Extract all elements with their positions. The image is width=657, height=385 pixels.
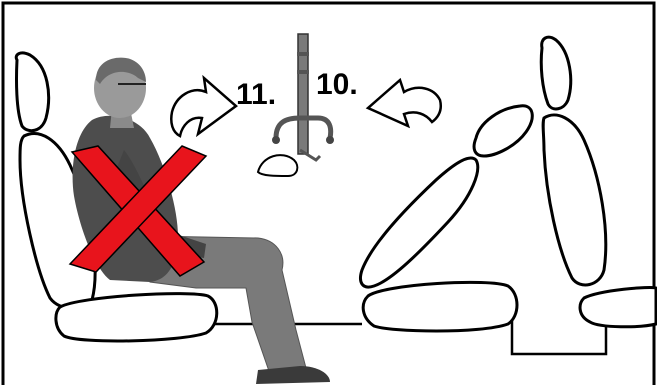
step-label-11: 11.: [236, 78, 276, 111]
left-seat-cushion: [56, 294, 217, 341]
step-label-10: 10.: [316, 68, 358, 101]
middle-seat-cushion: [363, 282, 517, 331]
